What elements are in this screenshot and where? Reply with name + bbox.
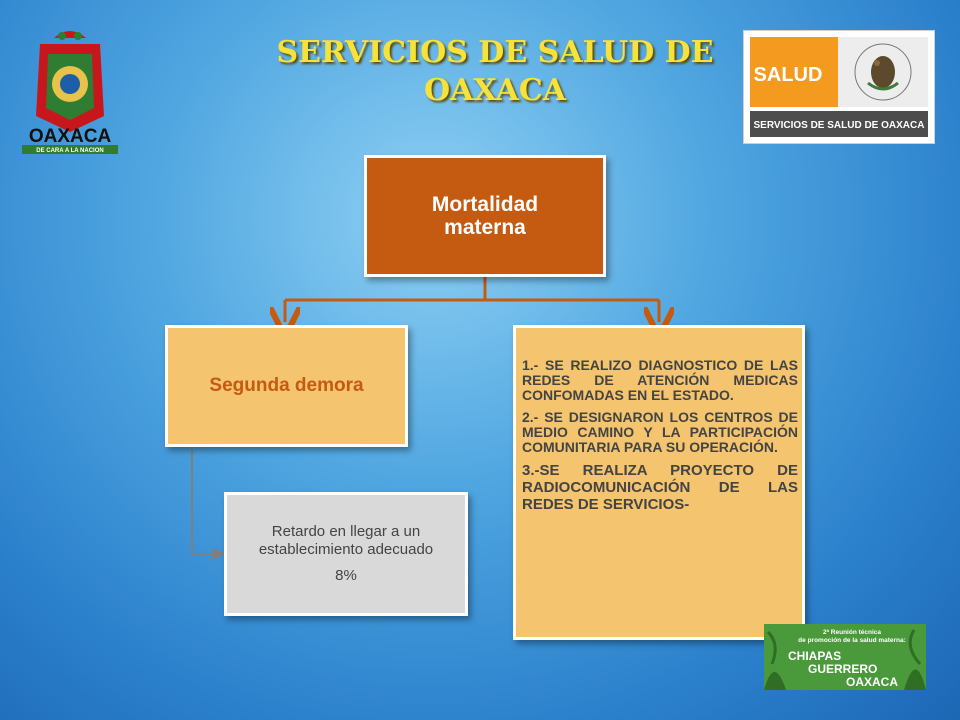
event-logo-state-1: CHIAPAS — [788, 649, 841, 663]
sub-node-retardo: Retardo en llegar a un establecimiento a… — [224, 492, 468, 616]
mexican-eagle-seal-icon — [854, 43, 912, 101]
right-node-actions: 1.- SE REALIZO DIAGNOSTICO DE LAS REDES … — [513, 325, 805, 640]
salud-logo-org: SERVICIOS DE SALUD DE OAXACA — [754, 120, 925, 131]
action-item-2: 2.- SE DESIGNARON LOS CENTROS DE MEDIO C… — [522, 409, 798, 455]
root-node-mortalidad-materna: Mortalidad materna — [364, 155, 606, 277]
root-node-line-1: Mortalidad — [431, 193, 539, 216]
event-logo: 2ª Reunión técnica de promoción de la sa… — [764, 624, 926, 690]
sub-node-line-2: establecimiento adecuado — [258, 541, 434, 558]
sub-node-line-1: Retardo en llegar a un — [271, 523, 421, 540]
action-item-1: 1.- SE REALIZO DIAGNOSTICO DE LAS REDES … — [522, 357, 798, 403]
oaxaca-logo: OAXACA DE CARA A LA NACION — [18, 24, 122, 154]
left-to-sub-connector — [191, 449, 226, 560]
salud-logo: SALUD SERVICIOS DE SALUD DE OAXACA — [743, 30, 935, 144]
action-item-3: 3.-SE REALIZA PROYECTO DE RADIOCOMUNICAC… — [522, 462, 798, 513]
root-node-line-2: materna — [444, 216, 526, 239]
page-title: SERVICIOS DE SALUD DE OAXACA — [250, 34, 740, 110]
oaxaca-logo-tagline: DE CARA A LA NACION — [36, 148, 103, 154]
event-logo-state-2: GUERRERO — [808, 662, 877, 676]
sub-node-value: 8% — [335, 567, 357, 584]
title-line-2: OAXACA — [423, 73, 567, 108]
salud-logo-graphic: SALUD SERVICIOS DE SALUD DE OAXACA — [750, 37, 928, 137]
event-logo-line-1: 2ª Reunión técnica — [823, 629, 881, 636]
left-node-label: Segunda demora — [209, 375, 364, 396]
title-line-1: SERVICIOS DE SALUD DE — [276, 35, 714, 70]
left-node-segunda-demora: Segunda demora — [165, 325, 408, 447]
salud-logo-text: SALUD — [754, 64, 823, 86]
oaxaca-logo-name: OAXACA — [29, 126, 112, 147]
event-logo-line-2: de promoción de la salud materna: — [798, 637, 906, 644]
event-logo-state-3: OAXACA — [846, 675, 898, 689]
oaxaca-coat-of-arms-icon: OAXACA DE CARA A LA NACION — [22, 31, 118, 154]
event-logo-graphic: 2ª Reunión técnica de promoción de la sa… — [764, 624, 926, 690]
root-to-children-connector — [285, 277, 659, 322]
